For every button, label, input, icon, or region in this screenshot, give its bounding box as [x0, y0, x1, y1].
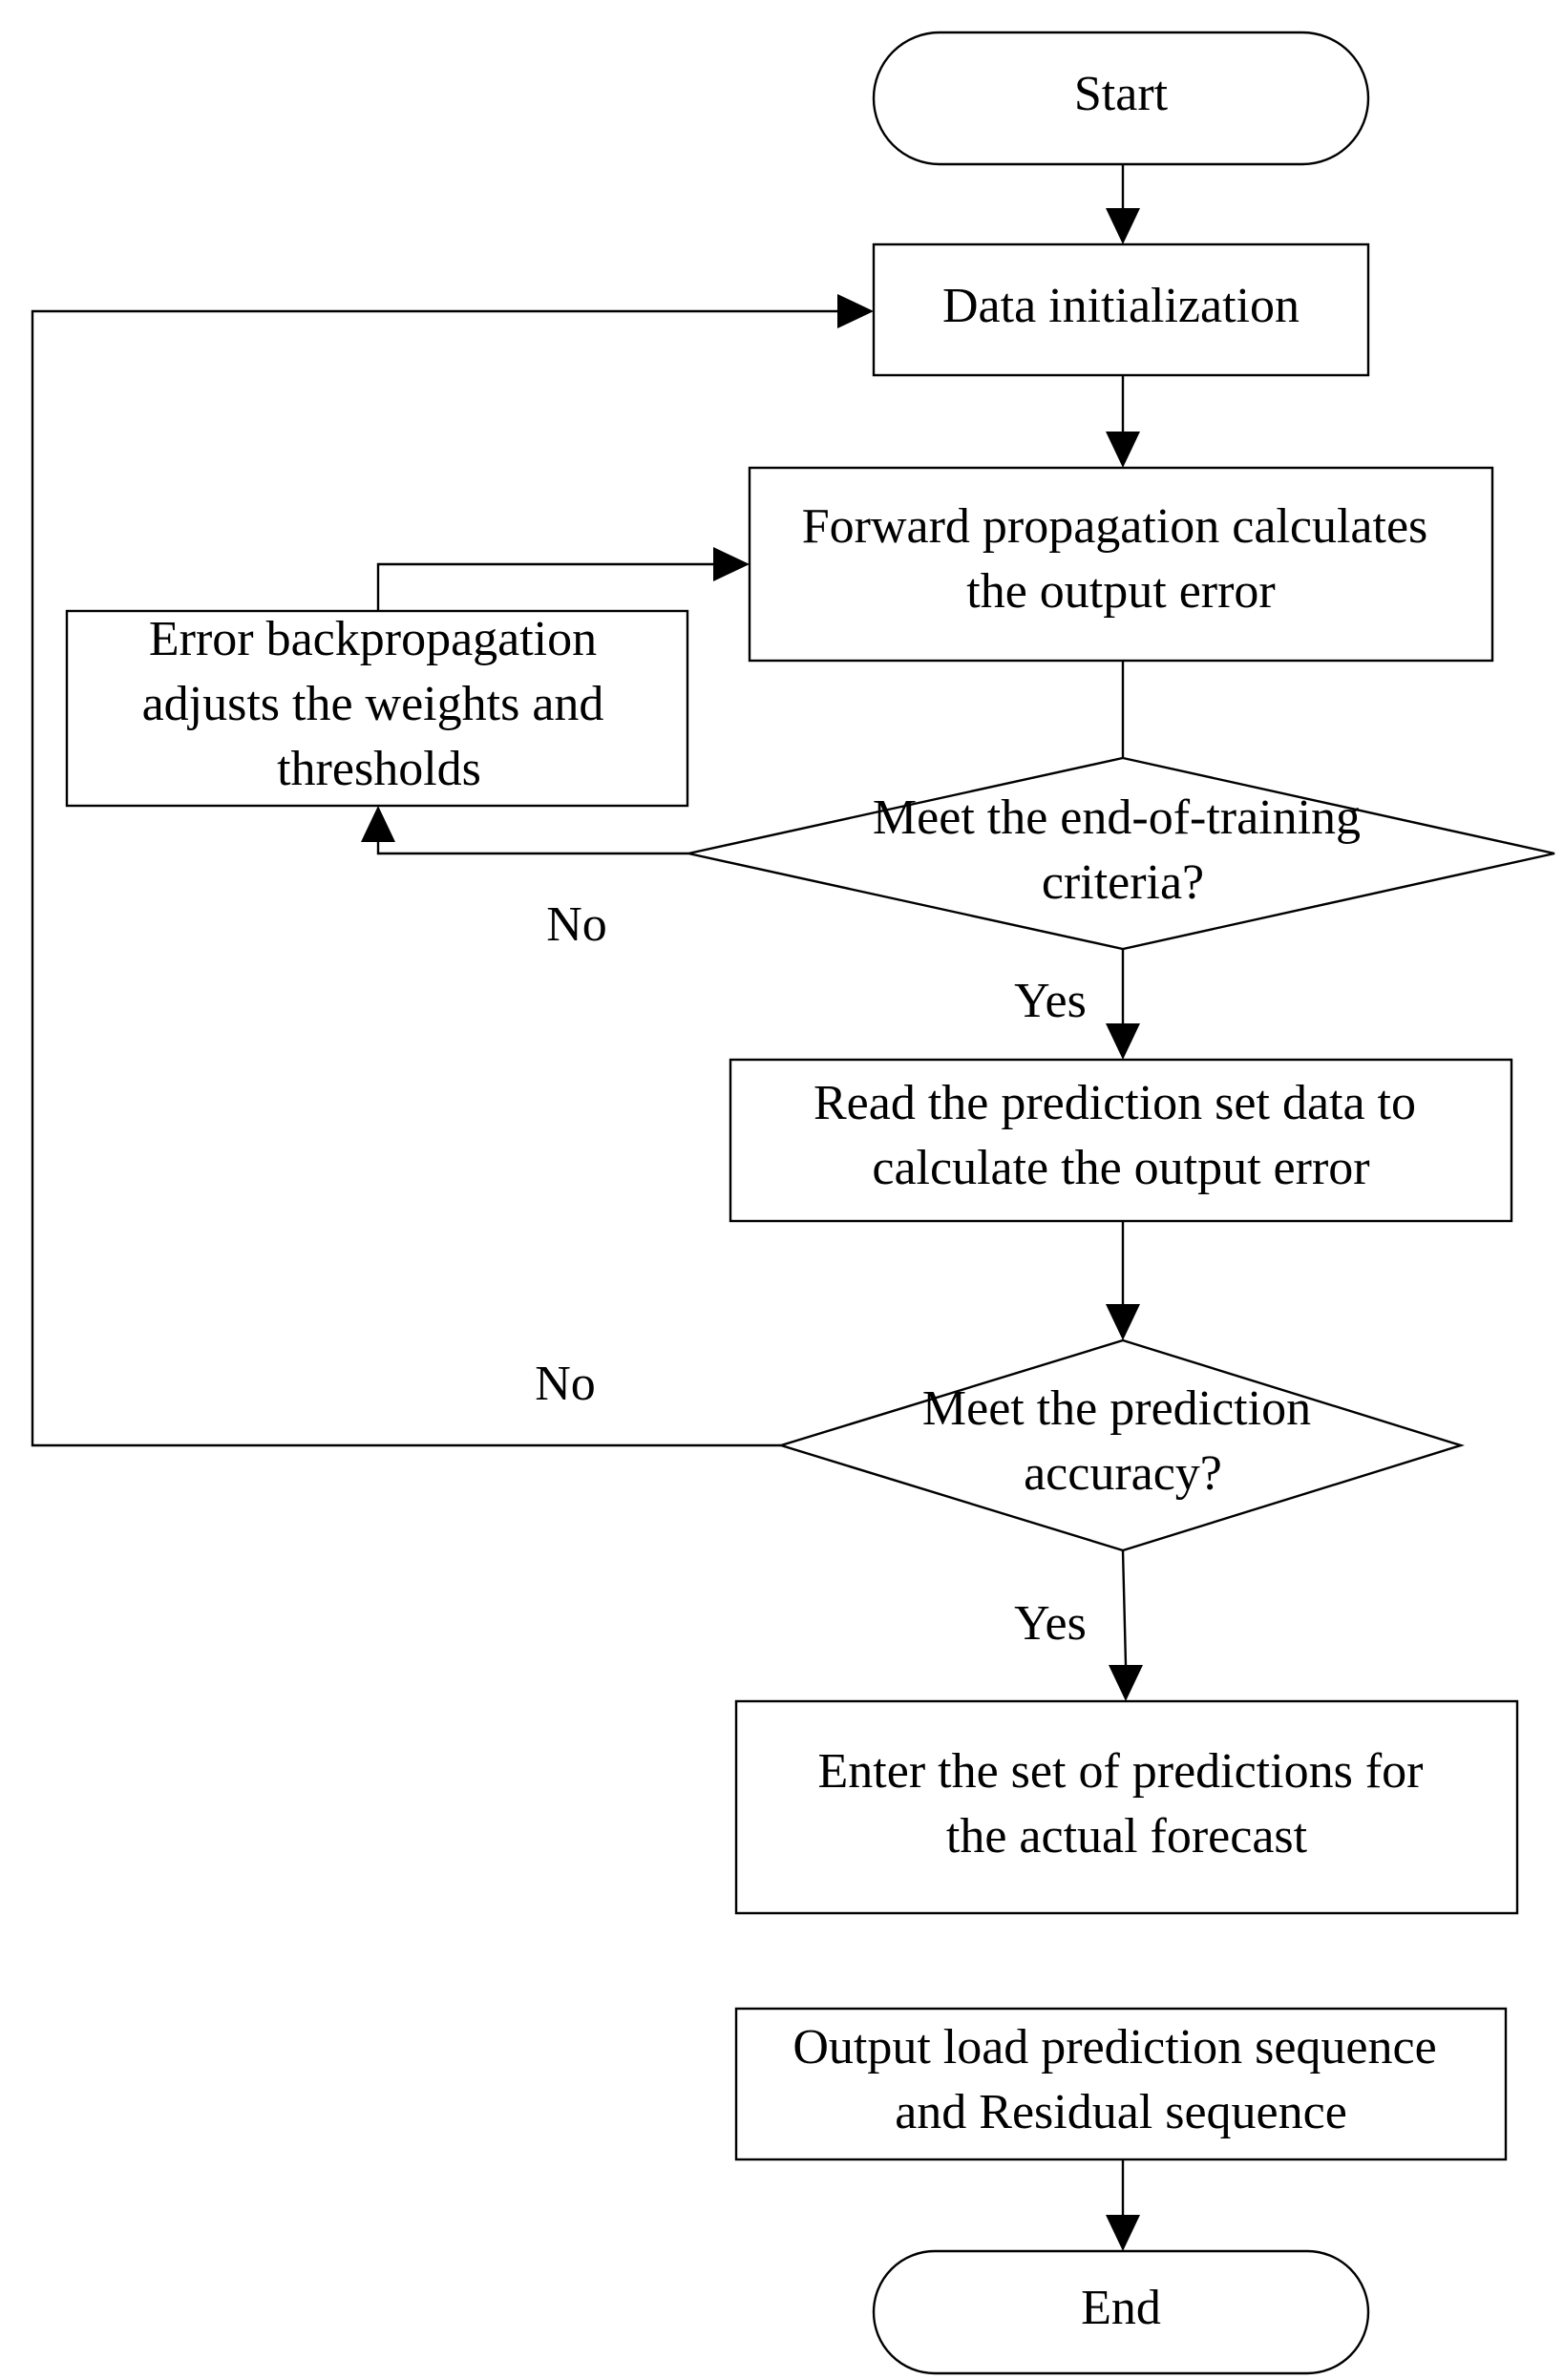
training-criteria-label: Meet the end-of-training criteria? — [873, 790, 1373, 910]
arrowhead-forward — [1106, 432, 1140, 468]
arrowhead-init-loop — [837, 294, 874, 328]
arrowhead-backprop — [361, 806, 395, 842]
edge-accuracy-no-to-init — [31, 309, 837, 1447]
accuracy-no-label: No — [535, 1357, 596, 1411]
forward-propagation-node: Forward propagation calculates the outpu… — [748, 466, 1494, 663]
enter-predictions-label: Enter the set of predictions for the act… — [818, 1744, 1436, 1864]
output-sequence-node: Output load prediction sequence and Resi… — [734, 2007, 1508, 2161]
data-initialization-node: Data initialization — [872, 242, 1370, 377]
training-yes-label: Yes — [1014, 974, 1087, 1028]
prediction-accuracy-label: Meet the prediction accuracy? — [922, 1381, 1323, 1501]
read-prediction-node: Read the prediction set data to calculat… — [729, 1058, 1513, 1223]
error-backpropagation-node: Error backpropagation adjusts the weight… — [65, 609, 689, 808]
edge-accuracy-yes-to-enter — [1121, 1549, 1128, 1666]
connectors — [31, 164, 1143, 2251]
end-label: End — [1081, 2281, 1161, 2335]
read-prediction-label: Read the prediction set data to calculat… — [814, 1076, 1428, 1195]
enter-predictions-node: Enter the set of predictions for the act… — [734, 1699, 1519, 1915]
edge-training-no-to-backprop — [376, 840, 688, 855]
start-label: Start — [1074, 67, 1169, 121]
output-sequence-label: Output load prediction sequence and Resi… — [793, 2020, 1448, 2139]
forward-propagation-label: Forward propagation calculates the outpu… — [802, 499, 1441, 619]
arrowhead-end — [1106, 2215, 1140, 2251]
start-node: Start — [872, 31, 1370, 166]
arrowhead-read — [1106, 1023, 1140, 1060]
arrowhead-init — [1106, 208, 1140, 244]
end-node: End — [872, 2249, 1370, 2375]
error-backpropagation-label: Error backpropagation adjusts the weight… — [142, 612, 617, 796]
arrowhead-accuracy — [1106, 1304, 1140, 1340]
accuracy-yes-label: Yes — [1014, 1596, 1087, 1651]
training-no-label: No — [546, 897, 607, 952]
data-initialization-label: Data initialization — [942, 279, 1300, 333]
training-criteria-decision: Meet the end-of-training criteria? — [687, 756, 1555, 951]
prediction-accuracy-decision: Meet the prediction accuracy? — [776, 1338, 1466, 1552]
edge-backprop-to-forward — [376, 562, 713, 611]
arrowhead-forward-loop — [713, 547, 750, 581]
arrowhead-enter — [1109, 1665, 1143, 1701]
